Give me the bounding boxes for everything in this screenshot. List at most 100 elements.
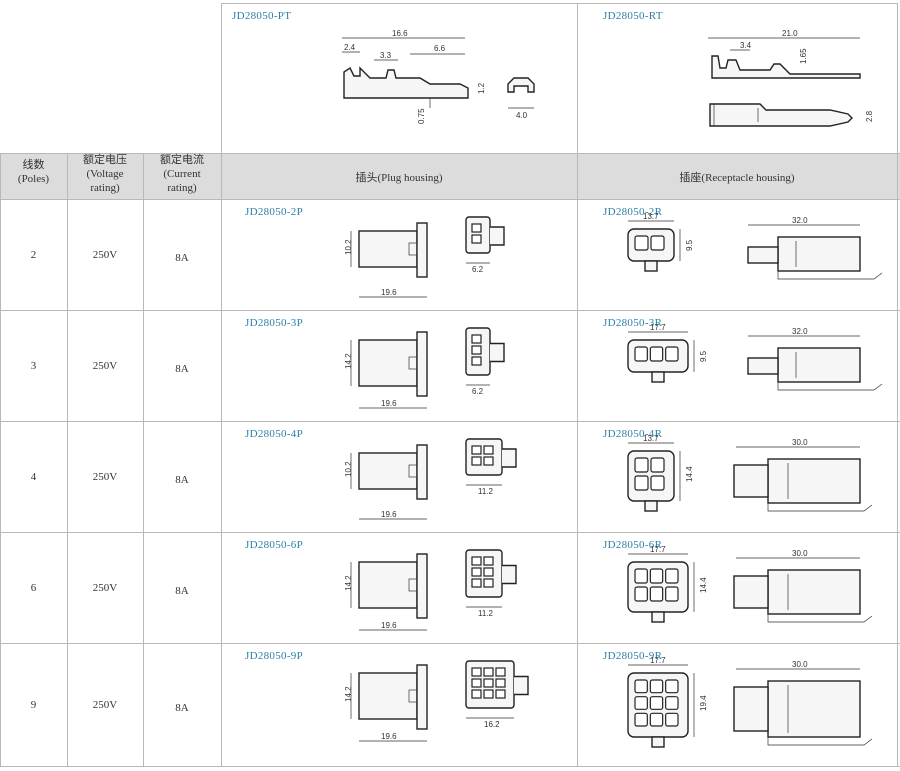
header-poles-en: (Poles) xyxy=(17,173,50,185)
dim-label: 2.8 xyxy=(865,110,874,122)
plug-front-view: 11.2 xyxy=(465,549,517,618)
dim-label: 6.6 xyxy=(434,44,446,53)
grid-line xyxy=(577,3,578,767)
plug-model: JD28050-6P xyxy=(245,539,304,551)
header-voltage-zh: 额定电压 xyxy=(83,154,127,166)
dim-label: 10.2 xyxy=(344,239,353,255)
receptacle-model: JD28050-9R xyxy=(603,650,663,662)
dim-label: 4.0 xyxy=(516,111,528,120)
plug-front-view: 16.2 xyxy=(465,660,529,729)
dim-label: 11.2 xyxy=(478,609,494,618)
receptacle-side-view: 32.0 xyxy=(747,327,883,391)
grid-line xyxy=(0,532,900,533)
plug-side-view: 19.6 14.2 xyxy=(344,331,428,409)
header-poles: 线数 (Poles) xyxy=(0,158,67,186)
dim-label: 19.6 xyxy=(381,510,397,519)
dim-label: 19.6 xyxy=(381,621,397,630)
dim-label: 16.2 xyxy=(484,720,500,729)
dim-label: 30.0 xyxy=(792,549,808,558)
grid-line xyxy=(67,153,68,767)
dim-label: 0.75 xyxy=(417,108,426,124)
dim-label: 6.2 xyxy=(472,265,484,274)
dim-label: 14.2 xyxy=(344,353,353,369)
header-receptacle-housing: 插座(Receptacle housing) xyxy=(679,172,795,184)
plug-terminal-drawing: 16.6 2.4 3.3 6.6 0.75 1.2 4.0 xyxy=(342,29,535,124)
dim-label: 11.2 xyxy=(478,487,494,496)
poles-value: 6 xyxy=(30,581,37,594)
current-value: 8A xyxy=(175,584,189,597)
plug-side-view: 19.6 14.2 xyxy=(344,664,428,742)
dim-label: 9.5 xyxy=(699,350,708,362)
dim-label: 19.6 xyxy=(381,288,397,297)
dim-label: 13.7 xyxy=(643,434,659,443)
receptacle-front-view: 13.7 14.4 xyxy=(627,434,694,512)
dim-label: 19.6 xyxy=(381,399,397,408)
header-current-zh: 额定电流 xyxy=(160,154,204,166)
receptacle-model: JD28050-4R xyxy=(603,428,663,440)
dim-label: 14.4 xyxy=(685,466,694,482)
receptacle-terminal-drawing: 21.0 3.4 1.65 2.8 xyxy=(708,29,874,127)
dim-label: 17.7 xyxy=(650,323,666,332)
grid-line xyxy=(0,766,900,767)
header-current: 额定电流 (Current rating) xyxy=(143,153,221,195)
header-voltage-en1: (Voltage xyxy=(86,168,124,180)
dim-label: 17.7 xyxy=(650,656,666,665)
header-voltage: 额定电压 (Voltage rating) xyxy=(67,153,143,195)
dim-label: 6.2 xyxy=(472,387,484,396)
grid-line xyxy=(0,421,900,422)
receptacle-front-view: 17.714.4 xyxy=(627,545,708,623)
plug-front-view: 11.2 xyxy=(465,438,517,496)
dim-label: 3.3 xyxy=(380,51,392,60)
voltage-value: 250V xyxy=(92,359,118,372)
current-value: 8A xyxy=(175,251,189,264)
dim-label: 3.4 xyxy=(740,41,752,50)
dim-label: 14.2 xyxy=(344,575,353,591)
current-value: 8A xyxy=(175,362,189,375)
plug-model: JD28050-4P xyxy=(245,428,304,440)
dim-label: 13.7 xyxy=(643,212,659,221)
receptacle-front-view: 17.7 9.5 xyxy=(627,323,708,383)
dim-label: 14.2 xyxy=(344,686,353,702)
dim-label: 19.4 xyxy=(699,695,708,711)
dim-label: 9.5 xyxy=(685,239,694,251)
receptacle-front-view: 17.7 19.4 xyxy=(627,656,708,748)
grid-line xyxy=(221,3,222,767)
receptacle-model: JD28050-6R xyxy=(603,539,663,551)
voltage-value: 250V xyxy=(92,581,118,594)
plug-side-view: 19.6 10.2 xyxy=(344,444,428,520)
dim-label: 14.4 xyxy=(699,577,708,593)
grid-line xyxy=(897,3,898,767)
plug-model: JD28050-9P xyxy=(245,650,304,662)
terminal-model-pt: JD28050-PT xyxy=(232,10,292,22)
grid-line xyxy=(221,3,898,4)
plug-front-view: 6.2 xyxy=(465,216,505,274)
receptacle-front-view: 13.7 9.5 xyxy=(627,212,694,272)
plug-model: JD28050-2P xyxy=(245,206,304,218)
header-current-en1: (Current xyxy=(163,168,201,180)
receptacle-side-view: 30.0 xyxy=(733,549,873,623)
receptacle-side-view: 30.0 xyxy=(733,660,873,746)
receptacle-model: JD28050-3R xyxy=(603,317,663,329)
poles-value: 2 xyxy=(30,248,37,261)
receptacle-model: JD28050-2R xyxy=(603,206,663,218)
dim-label: 10.2 xyxy=(344,461,353,477)
grid-line xyxy=(0,643,900,644)
dim-label: 30.0 xyxy=(792,660,808,669)
header-voltage-en2: rating) xyxy=(90,182,120,194)
dim-label: 2.4 xyxy=(344,43,356,52)
voltage-value: 250V xyxy=(92,698,118,711)
dim-label: 19.6 xyxy=(381,732,397,741)
grid-line xyxy=(0,310,900,311)
dim-label: 30.0 xyxy=(792,438,808,447)
dim-label: 32.0 xyxy=(792,216,808,225)
header-poles-zh: 线数 xyxy=(22,159,45,171)
receptacle-side-view: 32.0 xyxy=(747,216,883,280)
dim-label: 1.65 xyxy=(799,48,808,64)
dim-label: 21.0 xyxy=(782,29,798,38)
current-value: 8A xyxy=(175,473,189,486)
plug-front-view: 6.2 xyxy=(465,327,505,396)
dim-label: 1.2 xyxy=(477,82,486,94)
header-row-background xyxy=(0,153,900,199)
dim-label: 32.0 xyxy=(792,327,808,336)
receptacle-side-view: 30.0 xyxy=(733,438,873,512)
